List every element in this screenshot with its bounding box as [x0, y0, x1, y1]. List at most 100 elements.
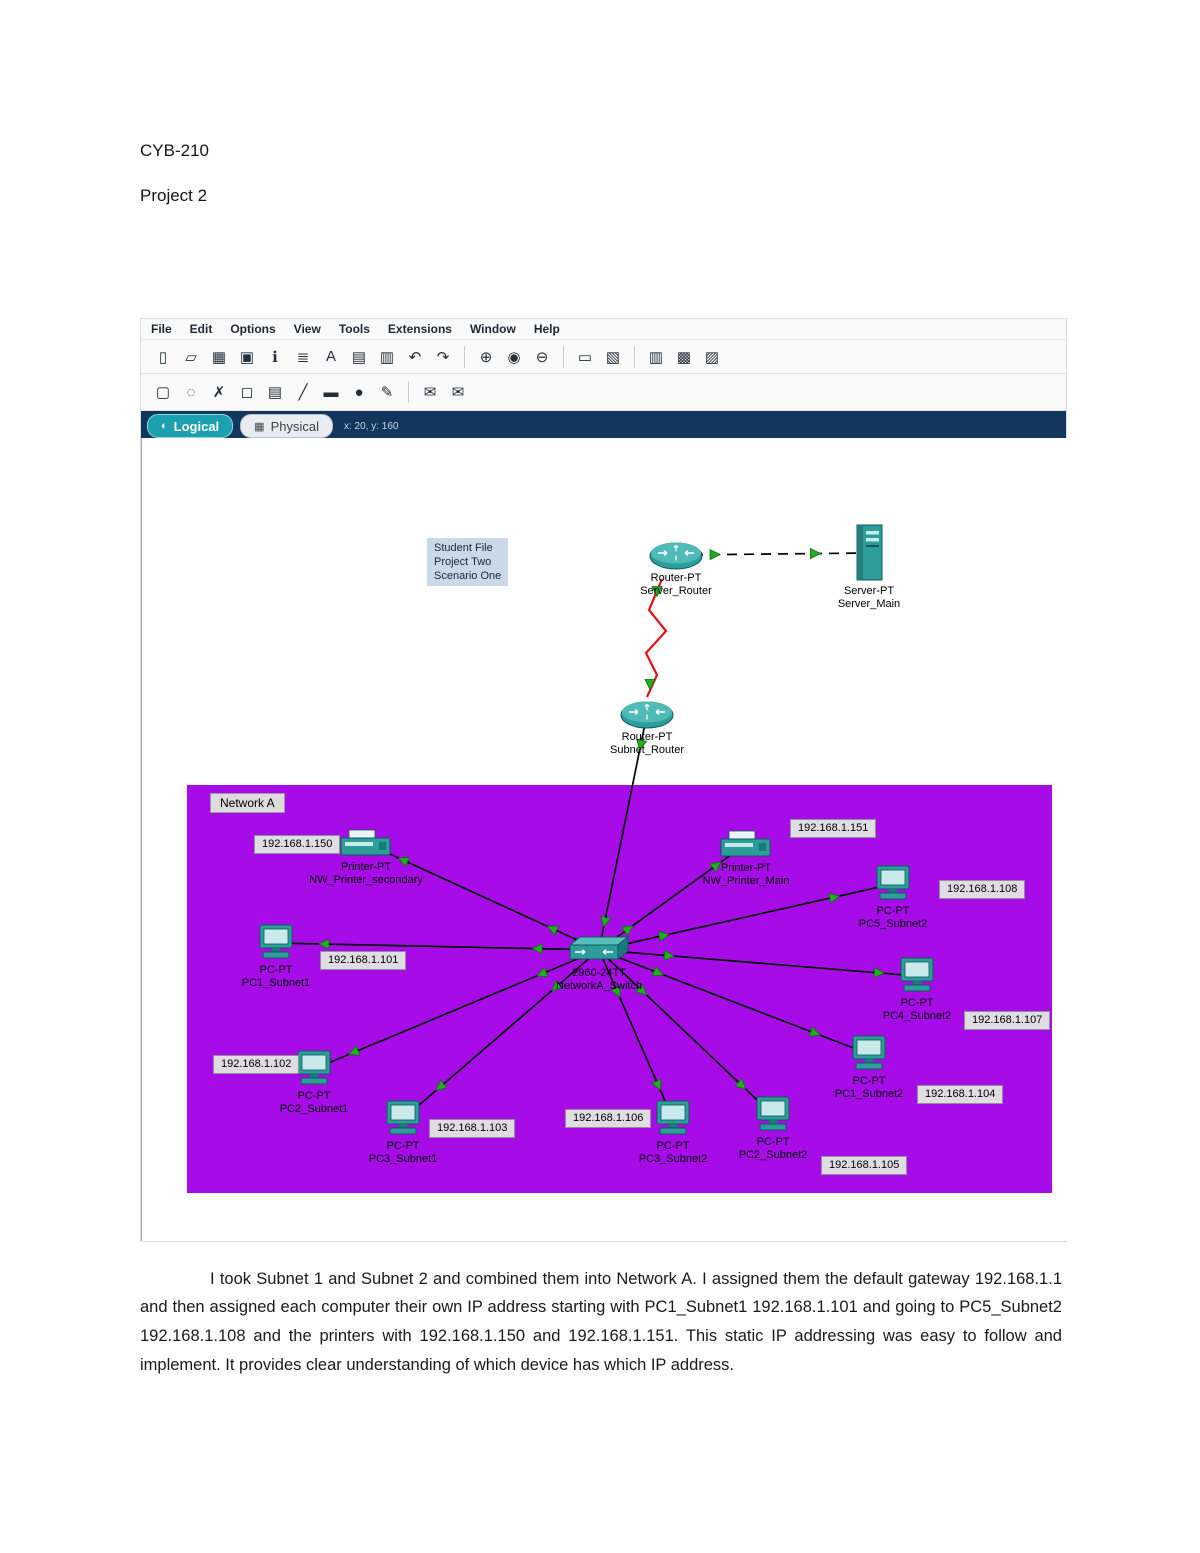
custom-devices-icon[interactable]: ▧: [605, 348, 621, 366]
save-icon[interactable]: ▦: [211, 348, 227, 366]
device-name: Server_Router: [640, 585, 712, 597]
device-name: PC3_Subnet1: [368, 1153, 438, 1165]
device-pc4-subnet2[interactable]: [898, 957, 936, 995]
device-model: PC-PT: [656, 1140, 690, 1152]
menu-extensions[interactable]: Extensions: [387, 322, 452, 336]
draw-line-icon[interactable]: ╱: [298, 384, 308, 401]
menu-edit[interactable]: Edit: [189, 322, 213, 336]
network-description-icon[interactable]: ▥: [648, 348, 664, 366]
environment-icon[interactable]: ▩: [676, 348, 692, 366]
device-name: NetworkA_Switch: [555, 980, 643, 992]
device-name: PC5_Subnet2: [858, 918, 928, 930]
info-icon[interactable]: ℹ: [272, 348, 278, 366]
device-pc3-subnet2[interactable]: [654, 1100, 692, 1138]
device-name: PC3_Subnet2: [638, 1153, 708, 1165]
tab-physical[interactable]: ▦ Physical: [240, 414, 333, 438]
ip-label: 192.168.1.105: [821, 1156, 908, 1175]
menu-help[interactable]: Help: [533, 322, 560, 336]
menu-window[interactable]: Window: [469, 322, 516, 336]
tab-logical[interactable]: ◐ Logical: [147, 414, 234, 438]
body-paragraph: I took Subnet 1 and Subnet 2 and combine…: [140, 1269, 1062, 1374]
toolbar-main: ▯ ▱ ▦ ▣ ℹ ≣ A ▤ ▥ ↶ ↷ ⊕ ◉ ⊖ ▭ ▧ ▥ ▩ ▨: [141, 340, 1066, 374]
device-pc1-subnet2[interactable]: [850, 1035, 888, 1073]
device-pc1-subnet1[interactable]: [257, 924, 295, 962]
packet-tracer-window: File Edit Options View Tools Extensions Window…: [140, 318, 1067, 1242]
cursor-coordinates: x: 20, y: 160: [344, 420, 399, 432]
menu-view[interactable]: View: [293, 322, 321, 336]
ip-label: 192.168.1.107: [964, 1011, 1051, 1030]
device-model: Router-PT: [621, 731, 673, 743]
device-pc3-subnet1[interactable]: [384, 1100, 422, 1138]
device-server-main[interactable]: [849, 523, 889, 583]
physical-mode-icon: ▦: [254, 420, 265, 433]
redo-icon[interactable]: ↷: [436, 348, 450, 366]
open-file-icon[interactable]: ▱: [185, 348, 197, 366]
menu-file[interactable]: File: [151, 322, 172, 336]
zoom-in-icon[interactable]: ⊕: [479, 348, 493, 366]
device-pc5-subnet2[interactable]: [874, 865, 912, 903]
print-icon[interactable]: ▣: [239, 348, 255, 366]
device-subnet-router[interactable]: [620, 699, 674, 729]
toolbar-separator: [464, 345, 465, 368]
device-nw-printer-main[interactable]: [720, 828, 772, 860]
device-nw-printer-secondary[interactable]: [340, 827, 392, 859]
menu-options[interactable]: Options: [230, 322, 276, 336]
drawing-palette-icon[interactable]: ▭: [577, 348, 593, 366]
font-icon[interactable]: A: [325, 348, 336, 365]
activity-wizard-icon[interactable]: ≣: [296, 348, 310, 366]
draw-freeform-icon[interactable]: ✎: [380, 384, 394, 401]
viewport-icon[interactable]: ▨: [704, 348, 720, 366]
device-model: Server-PT: [843, 585, 895, 597]
inspect-tool-icon[interactable]: ◌: [186, 383, 196, 401]
zoom-out-icon[interactable]: ⊖: [535, 348, 549, 366]
note-line: Project Two: [434, 556, 492, 568]
select-tool-icon[interactable]: ▢: [155, 384, 171, 401]
device-pc2-subnet1[interactable]: [295, 1050, 333, 1088]
ip-label: 192.168.1.101: [320, 951, 407, 970]
ip-label: 192.168.1.102: [213, 1055, 300, 1074]
device-model: PC-PT: [297, 1090, 331, 1102]
menu-tools[interactable]: Tools: [338, 322, 370, 336]
ip-label: 192.168.1.104: [917, 1085, 1004, 1104]
device-name: PC2_Subnet1: [279, 1103, 349, 1115]
device-name: NW_Printer_Main: [702, 875, 790, 887]
device-name: PC1_Subnet2: [834, 1088, 904, 1100]
new-file-icon[interactable]: ▯: [158, 348, 168, 366]
toolbar-separator: [408, 381, 409, 403]
place-note-icon[interactable]: ▤: [267, 384, 283, 401]
ip-label: 192.168.1.106: [565, 1109, 652, 1128]
copy-icon[interactable]: ▤: [351, 348, 367, 366]
ip-label: 192.168.1.108: [939, 880, 1026, 899]
resize-tool-icon[interactable]: ◻: [240, 384, 254, 401]
device-server-router[interactable]: [649, 540, 703, 570]
device-model: PC-PT: [876, 905, 910, 917]
draw-rectangle-icon[interactable]: ▬: [323, 383, 339, 401]
ip-label: 192.168.1.103: [429, 1119, 516, 1138]
add-complex-pdu-icon[interactable]: ✉: [451, 384, 465, 401]
links-layer: [275, 547, 918, 1120]
note-line: Scenario One: [434, 570, 502, 582]
delete-tool-icon[interactable]: ✗: [212, 384, 226, 401]
device-name: PC4_Subnet2: [882, 1010, 952, 1022]
device-pc2-subnet2[interactable]: [754, 1096, 792, 1134]
draw-ellipse-icon[interactable]: ●: [354, 383, 364, 401]
add-simple-pdu-icon[interactable]: ✉: [423, 384, 437, 401]
paste-icon[interactable]: ▥: [379, 348, 395, 366]
zoom-reset-icon[interactable]: ◉: [507, 348, 521, 366]
device-name: PC2_Subnet2: [738, 1149, 808, 1161]
mode-bar: ◐ Logical ▦ Physical x: 20, y: 160: [141, 411, 1066, 441]
undo-icon[interactable]: ↶: [408, 348, 422, 366]
device-networka-switch[interactable]: [568, 935, 630, 965]
